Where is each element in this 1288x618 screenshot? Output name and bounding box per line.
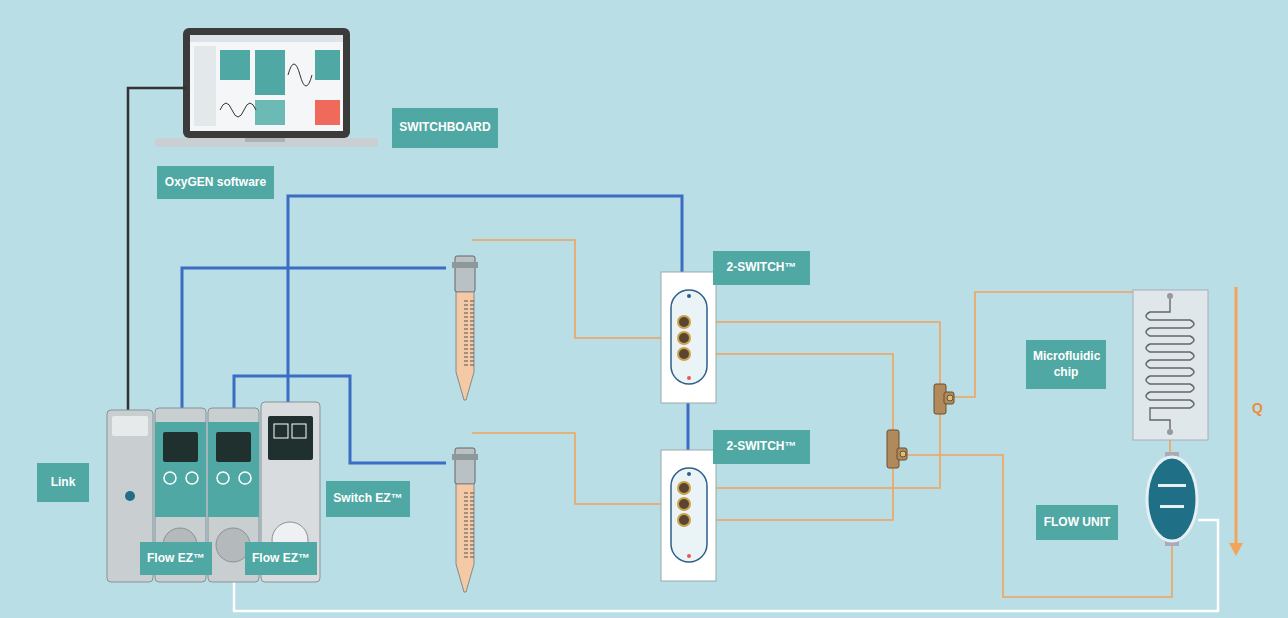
label-text: Microfluidic chip — [1033, 349, 1099, 380]
microfluidic-chip — [1133, 290, 1208, 440]
flow-unit — [1147, 452, 1197, 546]
label-text: 2-SWITCH™ — [727, 439, 797, 455]
fluid-tubing — [472, 240, 1172, 597]
part-label: Flow EZ™ — [140, 542, 212, 575]
reservoirs — [452, 256, 478, 592]
label-text: FLOW UNIT — [1044, 515, 1111, 531]
usb-cable — [128, 88, 186, 410]
flow-direction-arrow — [1229, 287, 1243, 556]
label-text: Flow EZ™ — [147, 551, 205, 567]
flow-rate-symbol: Q — [1252, 400, 1263, 416]
two-switch-valves — [661, 272, 716, 581]
part-label: 2-SWITCH™ — [713, 251, 810, 285]
part-label: 2-SWITCH™ — [713, 430, 810, 464]
label-text: OxyGEN software — [165, 175, 266, 191]
label-text: Link — [51, 475, 76, 491]
part-label: FLOW UNIT — [1036, 505, 1118, 540]
label-text: Switch EZ™ — [333, 491, 402, 507]
part-label: OxyGEN software — [157, 166, 274, 199]
part-label: Link — [37, 463, 89, 502]
laptop — [155, 28, 378, 147]
part-label: SWITCHBOARD — [392, 108, 498, 148]
instrument-stack — [107, 402, 320, 582]
label-text: 2-SWITCH™ — [727, 260, 797, 276]
part-label: Switch EZ™ — [326, 481, 410, 517]
label-text: SWITCHBOARD — [399, 120, 490, 136]
part-label: Flow EZ™ — [245, 542, 317, 575]
label-text: Flow EZ™ — [252, 551, 310, 567]
part-label: Microfluidic chip — [1026, 340, 1106, 389]
tee-connectors — [887, 384, 954, 468]
